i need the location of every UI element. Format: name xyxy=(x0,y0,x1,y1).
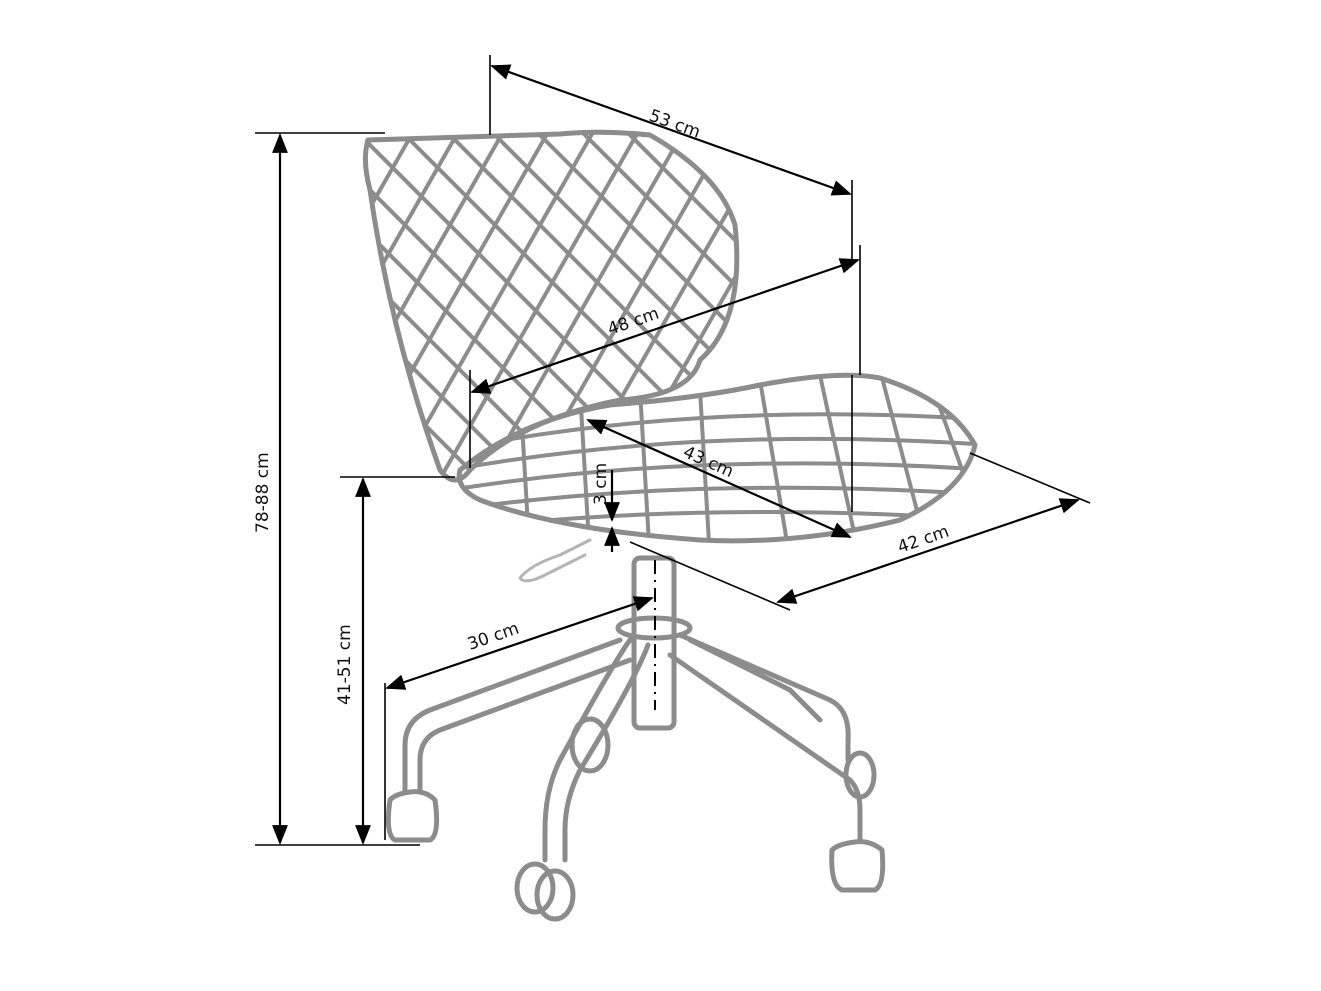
casters xyxy=(385,716,886,922)
dim-total-height: 78-88 cm xyxy=(253,132,420,846)
label-43cm: 43 cm xyxy=(680,442,737,482)
caster-right xyxy=(829,839,886,893)
label-30cm: 30 cm xyxy=(465,619,522,655)
height-lever xyxy=(518,538,592,583)
caster-front xyxy=(514,861,576,922)
caster-back-left xyxy=(569,716,611,774)
dim-seat-thickness: 3 cm xyxy=(591,463,620,552)
caster-back-right xyxy=(843,750,877,800)
dim-seat-height: 41-51 cm xyxy=(335,476,455,845)
dim-seat-width: 42 cm xyxy=(629,452,1091,611)
label-78-88cm: 78-88 cm xyxy=(253,452,273,533)
caster-left xyxy=(385,789,440,843)
label-3cm: 3 cm xyxy=(591,463,611,505)
label-48cm: 48 cm xyxy=(605,304,662,340)
label-41-51cm: 41-51 cm xyxy=(335,624,355,705)
